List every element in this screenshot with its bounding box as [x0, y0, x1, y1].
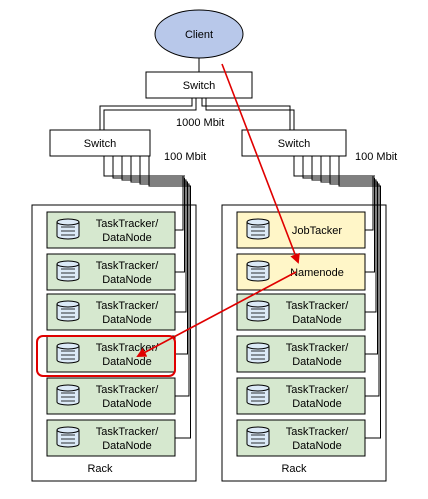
node-label: TaskTracker/	[286, 426, 349, 438]
node-label: JobTacker	[292, 225, 342, 237]
worker-node: TaskTracker/DataNode	[236, 293, 366, 331]
core-link-label: 1000 Mbit	[176, 117, 224, 129]
node-label: TaskTracker/	[286, 342, 349, 354]
cable-drop	[175, 185, 191, 439]
node-label: DataNode	[292, 314, 342, 326]
core-switch-label: Switch	[183, 80, 215, 92]
rack-switch-right: Switch	[241, 129, 347, 157]
cable-drop	[175, 183, 190, 397]
node-label: DataNode	[292, 440, 342, 452]
disk-icon	[56, 342, 80, 364]
cable-segment	[112, 156, 185, 179]
node-group: TaskTracker/DataNodeTaskTracker/DataNode…	[46, 211, 366, 457]
cable-drop	[175, 181, 188, 355]
worker-node: TaskTracker/DataNode	[46, 293, 176, 331]
node-label: DataNode	[292, 398, 342, 410]
node-label: DataNode	[102, 440, 152, 452]
cable-drop	[365, 175, 375, 231]
node-label: TaskTracker/	[96, 300, 159, 312]
namenode-to-datanode-arrow	[136, 271, 297, 357]
disk-icon	[56, 260, 80, 282]
disk-icon	[56, 384, 80, 406]
rack-cabling	[103, 156, 381, 439]
disk-icon	[56, 300, 80, 322]
node-label: TaskTracker/	[96, 426, 159, 438]
disk-icon	[246, 384, 270, 406]
node-label: TaskTracker/	[96, 218, 159, 230]
disk-icon	[246, 300, 270, 322]
cable-drop	[365, 177, 375, 273]
cable-drop	[175, 179, 187, 313]
cable-segment	[130, 156, 185, 183]
disk-icon	[246, 260, 270, 282]
disk-icon	[246, 218, 270, 240]
cable-drop	[175, 175, 185, 231]
highlighted-node-outline	[36, 335, 176, 377]
core-link-lines	[99, 98, 295, 130]
node-label: DataNode	[102, 356, 152, 368]
cable-drop	[365, 179, 377, 313]
disk-icon	[56, 218, 80, 240]
worker-node: TaskTracker/DataNode	[46, 335, 176, 373]
rack-switch-left: Switch	[49, 129, 151, 157]
worker-node: TaskTracker/DataNode	[46, 419, 176, 457]
node-label: TaskTracker/	[96, 384, 159, 396]
worker-node: TaskTracker/DataNode	[236, 419, 366, 457]
worker-node: TaskTracker/DataNode	[46, 253, 176, 291]
worker-node: TaskTracker/DataNode	[236, 335, 366, 373]
node-label: DataNode	[102, 274, 152, 286]
rack-switch-label: Switch	[84, 138, 116, 150]
node-label: TaskTracker/	[96, 342, 159, 354]
cable-segment	[302, 156, 375, 179]
cable-drop	[365, 185, 381, 439]
cable-segment	[320, 156, 375, 183]
node-label: DataNode	[102, 232, 152, 244]
cable-segment	[311, 156, 375, 181]
cable-segment	[329, 156, 375, 185]
rack-label: Rack	[87, 463, 113, 475]
master-node: JobTacker	[236, 211, 366, 249]
node-label: TaskTracker/	[286, 384, 349, 396]
rack-link-label-left: 100 Mbit	[164, 151, 206, 163]
rack-label: Rack	[281, 463, 307, 475]
worker-node: TaskTracker/DataNode	[46, 377, 176, 415]
node-label: TaskTracker/	[286, 300, 349, 312]
node-label: DataNode	[102, 314, 152, 326]
node-label: DataNode	[102, 398, 152, 410]
cable-segment	[148, 156, 185, 187]
node-label: DataNode	[292, 356, 342, 368]
cable-drop	[365, 183, 380, 397]
worker-node: TaskTracker/DataNode	[46, 211, 176, 249]
client-label: Client	[185, 29, 213, 41]
client-to-namenode-arrow	[221, 63, 300, 264]
master-node: Namenode	[236, 253, 366, 291]
client-node: Client	[154, 9, 244, 59]
node-label: Namenode	[290, 267, 344, 279]
cable-segment	[121, 156, 185, 181]
rack-link-label-right: 100 Mbit	[355, 151, 397, 163]
cable-segment	[293, 156, 375, 177]
core-switch: Switch	[145, 71, 253, 99]
disk-icon	[56, 426, 80, 448]
cable-drop	[365, 181, 378, 355]
cable-segment	[103, 156, 185, 177]
node-label: TaskTracker/	[96, 260, 159, 272]
disk-icon	[246, 426, 270, 448]
disk-icon	[246, 342, 270, 364]
cable-segment	[338, 156, 375, 187]
node-box	[236, 211, 366, 249]
cable-drop	[175, 177, 185, 273]
cable-segment	[139, 156, 185, 185]
worker-node: TaskTracker/DataNode	[236, 377, 366, 415]
rack-switch-label: Switch	[278, 138, 310, 150]
